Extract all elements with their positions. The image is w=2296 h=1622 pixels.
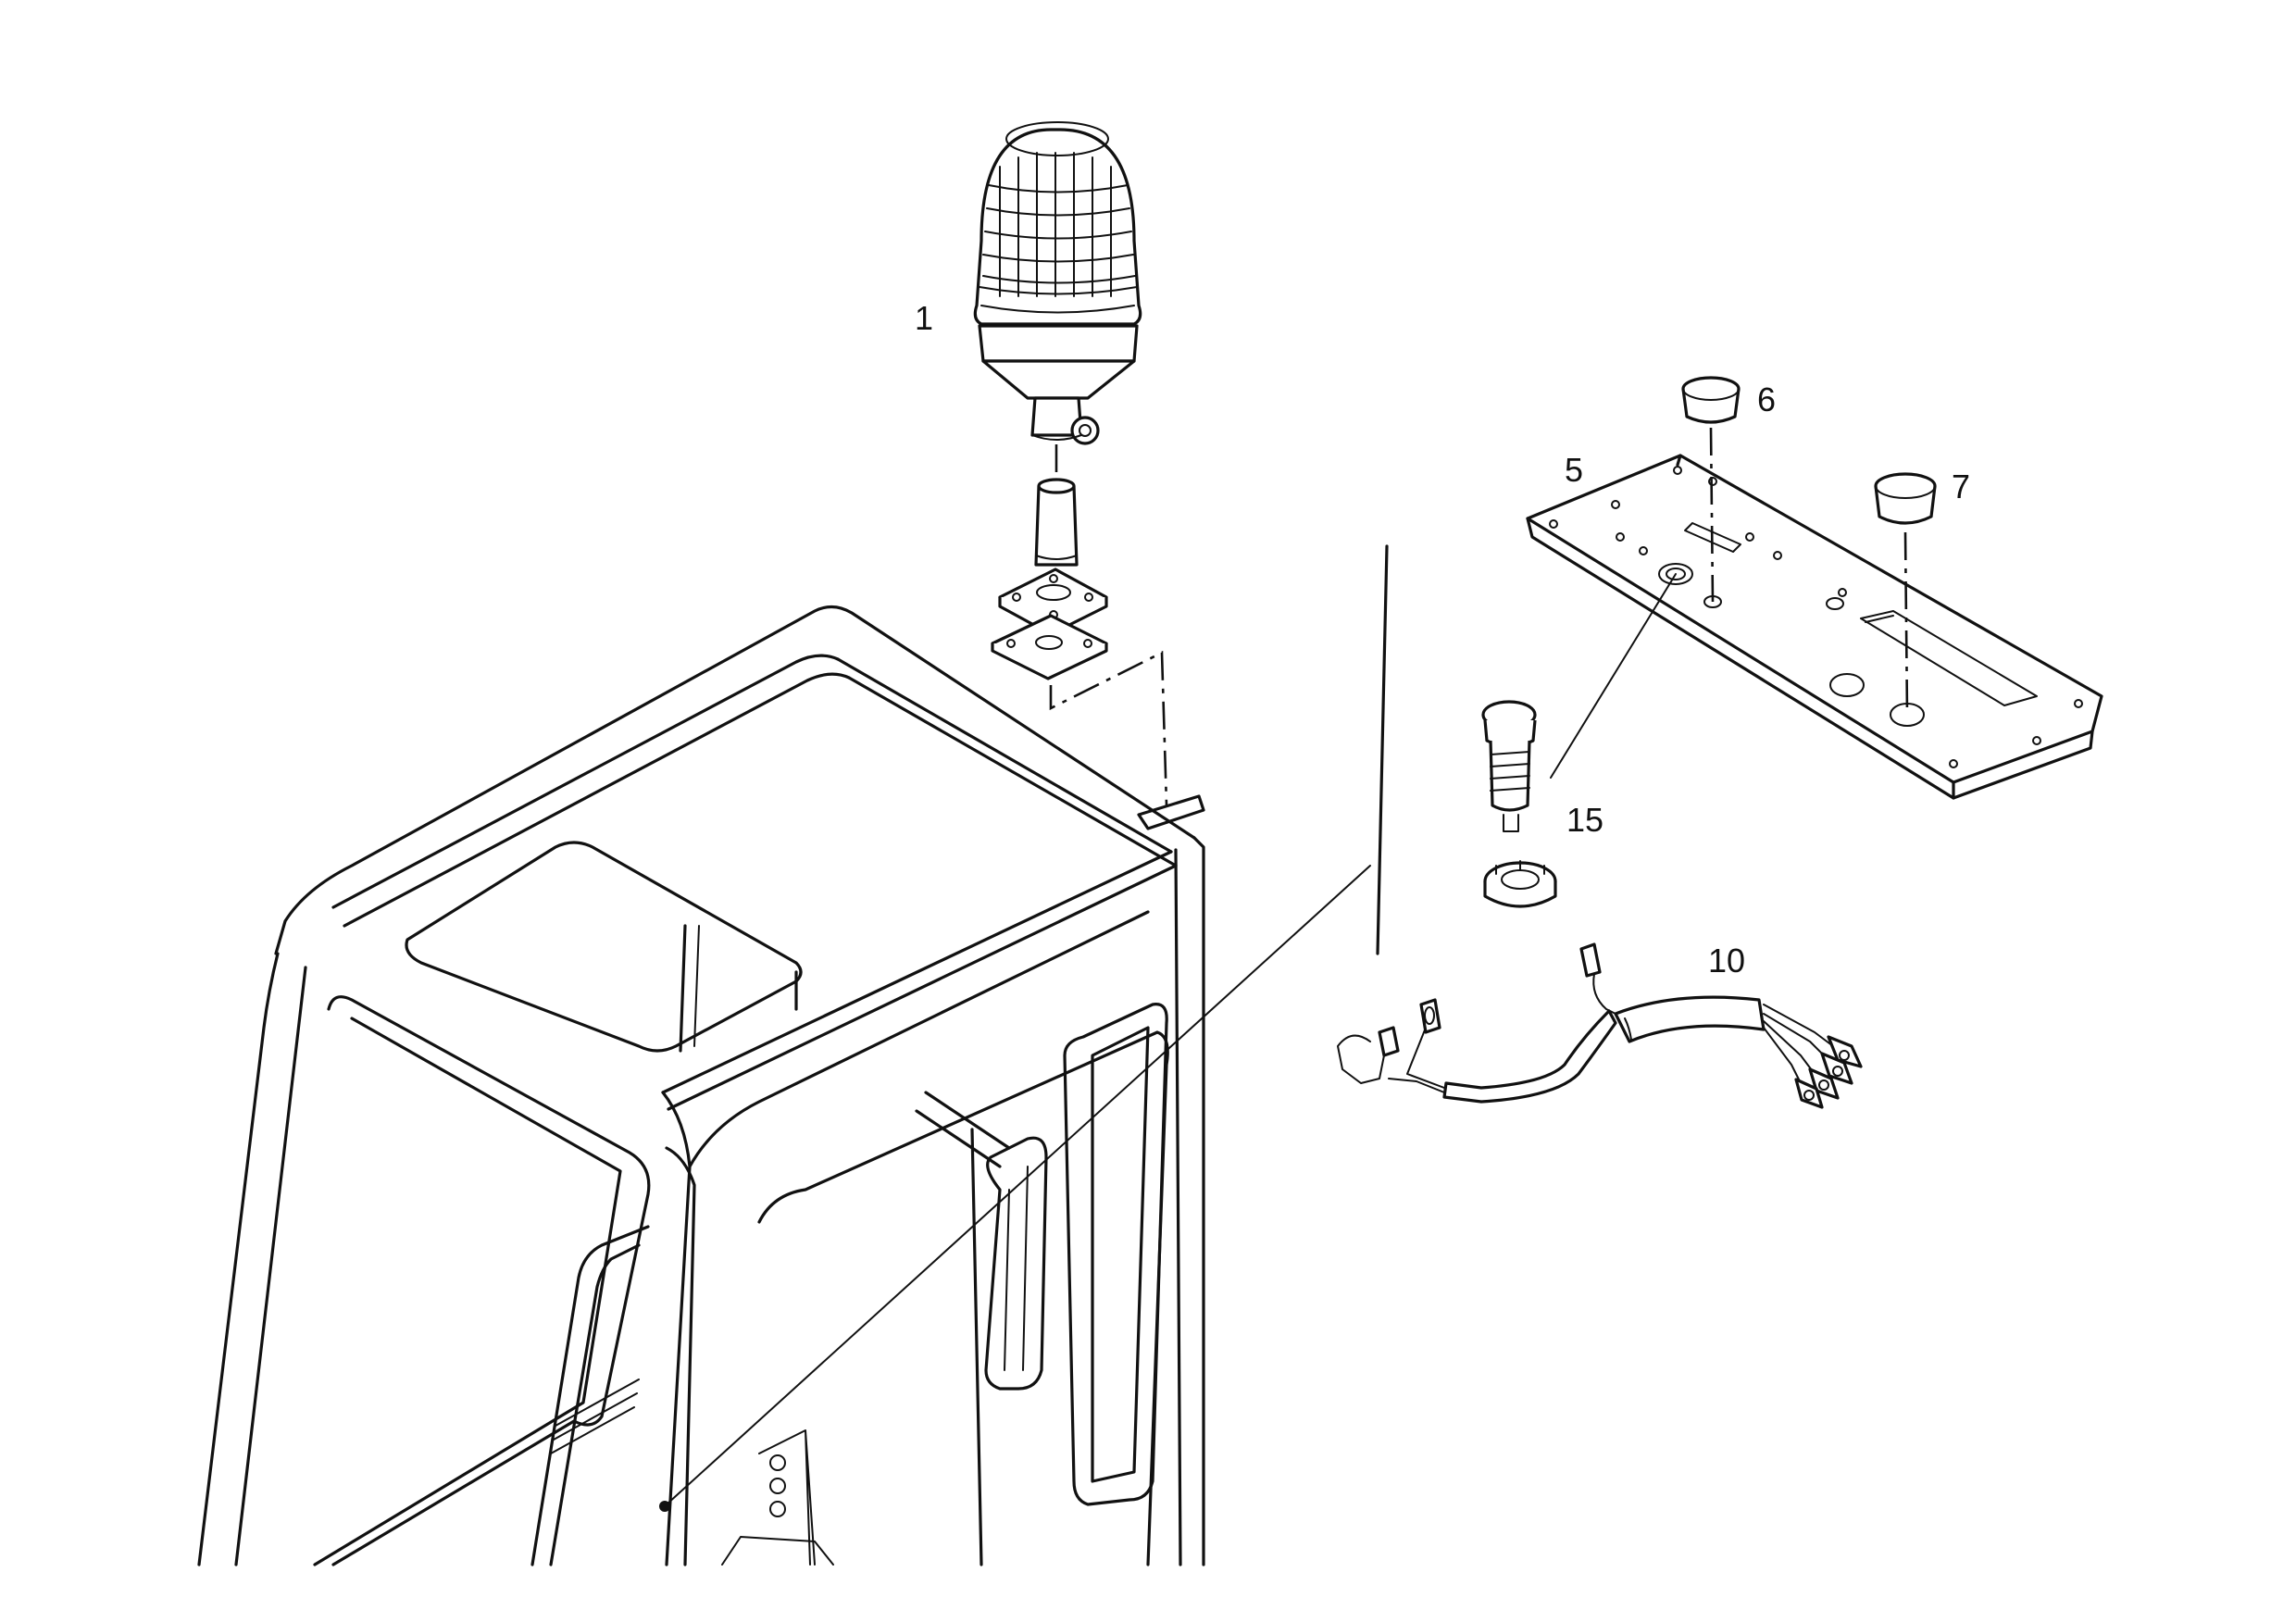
plug-7 xyxy=(1874,472,1937,525)
callout-5: 5 xyxy=(1565,451,1583,489)
cab xyxy=(197,605,1205,1566)
harness-leader xyxy=(666,865,1371,1505)
beacon-assembly xyxy=(973,121,1168,806)
switch-panel xyxy=(1526,376,2103,800)
callout-1: 1 xyxy=(915,299,933,337)
callout-7: 7 xyxy=(1952,468,1970,505)
wire-harness xyxy=(1337,942,1863,1109)
callout-15: 15 xyxy=(1566,801,1603,839)
harness-entry-point xyxy=(659,1501,670,1512)
separator-line xyxy=(1376,544,1389,955)
callout-6: 6 xyxy=(1757,381,1776,418)
push-switch xyxy=(1481,573,1677,908)
callout-10: 10 xyxy=(1708,942,1745,979)
plug-6 xyxy=(1681,376,1741,424)
